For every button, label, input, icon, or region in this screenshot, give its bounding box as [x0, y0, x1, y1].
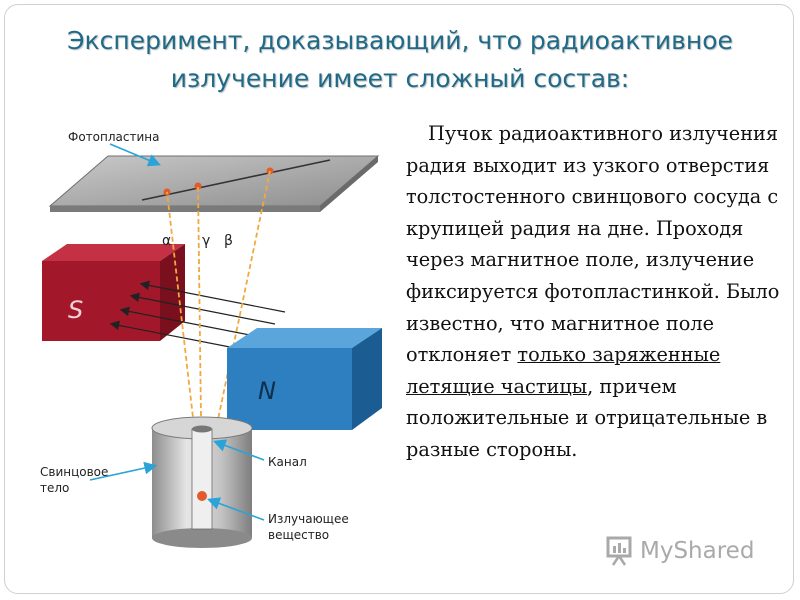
magnet-s-label: S	[68, 296, 83, 324]
plate-pointer-arrow	[109, 143, 161, 167]
experiment-diagram: Фотопластина S α γ β N Свинцовое т	[40, 130, 382, 548]
slide-title: Эксперимент, доказывающий, что радиоакти…	[0, 22, 800, 98]
magnet-n-label: N	[258, 377, 276, 405]
channel-label: Канал	[268, 455, 307, 469]
lead-body-label-line2: тело	[40, 481, 69, 495]
lead-body-pointer-arrow	[89, 461, 158, 481]
lead-container	[151, 416, 253, 548]
plate-label: Фотопластина	[68, 130, 159, 144]
gamma-label: γ	[202, 233, 210, 249]
magnet-n	[227, 328, 382, 430]
presentation-board-icon	[606, 536, 632, 566]
magnetic-field-lines	[109, 280, 286, 349]
paragraph-part-1: Пучок радиоактивного излучения радия вых…	[406, 122, 780, 367]
paragraph-part-2: , причем положительные и отрицательные в…	[406, 374, 768, 461]
watermark: MyShared	[606, 536, 754, 566]
watermark-text: MyShared	[640, 538, 755, 564]
source-label-line2: вещество	[268, 528, 329, 542]
title-line-2: излучение имеет сложный состав:	[170, 64, 630, 93]
beta-label: β	[224, 233, 233, 249]
channel-pointer-arrow	[213, 439, 265, 461]
paragraph-underlined-phrase: только заряженные летящие частицы	[406, 343, 721, 398]
magnet-s	[42, 244, 185, 341]
description-paragraph: Пучок радиоактивного излучения радия вых…	[406, 118, 786, 466]
radioactive-source	[197, 491, 207, 501]
source-pointer-arrow	[206, 497, 265, 521]
alpha-label: α	[162, 233, 171, 249]
photo-plate	[48, 155, 380, 212]
title-line-1: Эксперимент, доказывающий, что радиоакти…	[67, 26, 733, 55]
source-label-line1: Излучающее	[268, 512, 349, 526]
lead-body-label-line1: Свинцовое	[40, 465, 108, 479]
